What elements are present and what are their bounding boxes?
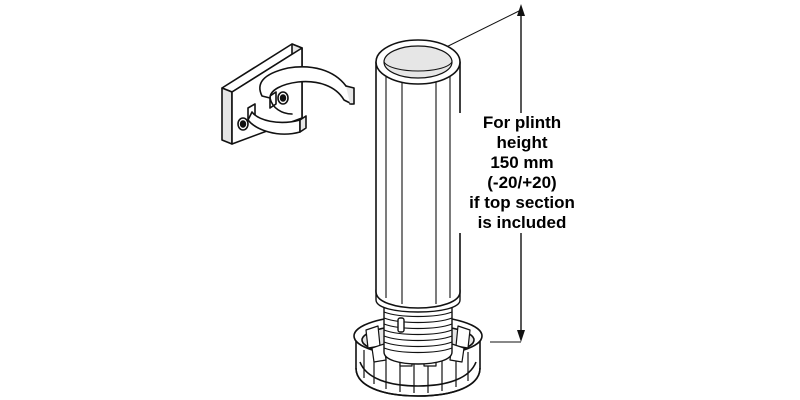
label-line-5: if top section [469,193,575,212]
label-line-2: height [496,133,548,152]
plinth-height-label: For plinth height 150 mm (-20/+20) if to… [452,113,592,233]
label-line-3: 150 mm [490,153,554,172]
clip-bracket-icon [221,43,355,145]
label-line-4: (-20/+20) [487,173,557,192]
adjustable-leg-icon [375,39,461,309]
label-line-1: For plinth [482,113,562,132]
label-line-6: is included [477,213,567,232]
